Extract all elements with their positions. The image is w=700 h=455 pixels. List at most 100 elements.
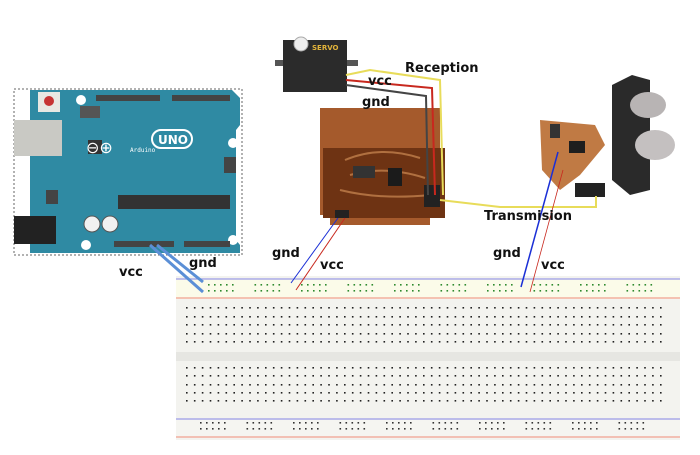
rail-hole [226,290,228,292]
terminal-hole [446,324,449,326]
terminal-hole [517,341,520,343]
terminal-hole [628,307,630,309]
terminal-hole [604,375,607,377]
regulator [46,190,58,204]
terminal-hole [557,307,559,309]
terminal-hole [186,400,188,402]
terminal-hole [604,392,607,394]
terminal-hole [399,375,401,377]
terminal-hole [336,316,338,318]
terminal-hole [320,367,322,369]
terminal-hole [383,316,386,318]
rail-hole [264,428,267,430]
rail-hole [450,422,453,424]
terminal-hole [462,384,465,386]
rail-hole [351,422,354,424]
terminal-hole [565,392,567,394]
terminal-hole [351,307,354,309]
rail-hole [624,428,627,430]
terminal-hole [193,316,196,318]
terminal-hole [541,392,544,394]
terminal-hole [470,400,472,402]
terminal-hole [225,324,228,326]
terminal-hole [336,307,338,309]
terminal-hole [399,316,401,318]
rail-hole [533,284,536,286]
terminal-hole [660,384,662,386]
rail-hole [206,428,208,430]
terminal-hole [454,333,457,335]
terminal-hole [486,341,488,343]
terminal-hole [328,307,330,309]
rail-hole [557,284,560,286]
sensor-gnd-wire [520,151,559,288]
rail-hole [359,290,362,292]
rail-hole [586,284,588,286]
terminal-hole [446,392,449,394]
terminal-hole [233,384,235,386]
terminal-hole [209,367,212,369]
terminal-hole [573,392,575,394]
rail-hole [218,428,220,430]
terminal-hole [525,341,528,343]
terminal-hole [533,375,536,377]
rail-hole [347,290,350,292]
rail-hole [220,290,222,292]
terminal-hole [588,341,591,343]
rail-hole [345,422,348,424]
terminal-hole [328,392,330,394]
terminal-hole [407,384,409,386]
terminal-hole [446,384,449,386]
terminal-hole [438,307,441,309]
terminal-hole [280,307,283,309]
rail-hole [317,428,319,430]
terminal-hole [620,307,623,309]
terminal-hole [296,367,299,369]
rail-hole [226,284,228,286]
terminal-hole [438,392,441,394]
terminal-hole [367,392,370,394]
terminal-hole [565,333,567,335]
terminal-hole [525,324,528,326]
terminal-hole [478,333,480,335]
terminal-hole [565,316,567,318]
terminal-hole [233,341,235,343]
terminal-hole [257,400,259,402]
terminal-hole [486,367,488,369]
terminal-hole [652,307,654,309]
terminal-hole [209,384,212,386]
terminal-hole [375,333,378,335]
rail-hole [545,284,548,286]
terminal-hole [233,400,235,402]
arduino-gnd-wire [156,243,204,284]
digital-header-right [172,95,230,101]
terminal-hole [328,400,330,402]
rail-hole [531,428,534,430]
rail-hole [307,284,309,286]
rail-hole [325,290,327,292]
terminal-hole [549,333,551,335]
terminal-hole [415,307,417,309]
terminal-hole [359,324,362,326]
terminal-hole [415,316,417,318]
arduino-name-text: Arduino [130,147,156,154]
terminal-hole [399,367,401,369]
terminal-hole [541,367,544,369]
rail-hole [539,284,542,286]
terminal-hole [620,316,623,318]
terminal-hole [336,392,338,394]
terminal-hole [241,316,243,318]
terminal-hole [588,375,591,377]
terminal-hole [320,333,322,335]
servo-horn [293,36,309,52]
terminal-hole [225,316,228,318]
terminal-hole [517,384,520,386]
rail-hole [596,422,598,424]
terminal-hole [201,307,204,309]
rail-hole [446,284,449,286]
terminal-hole [241,375,243,377]
terminal-hole [604,400,607,402]
terminal-hole [454,375,457,377]
terminal-hole [557,400,559,402]
